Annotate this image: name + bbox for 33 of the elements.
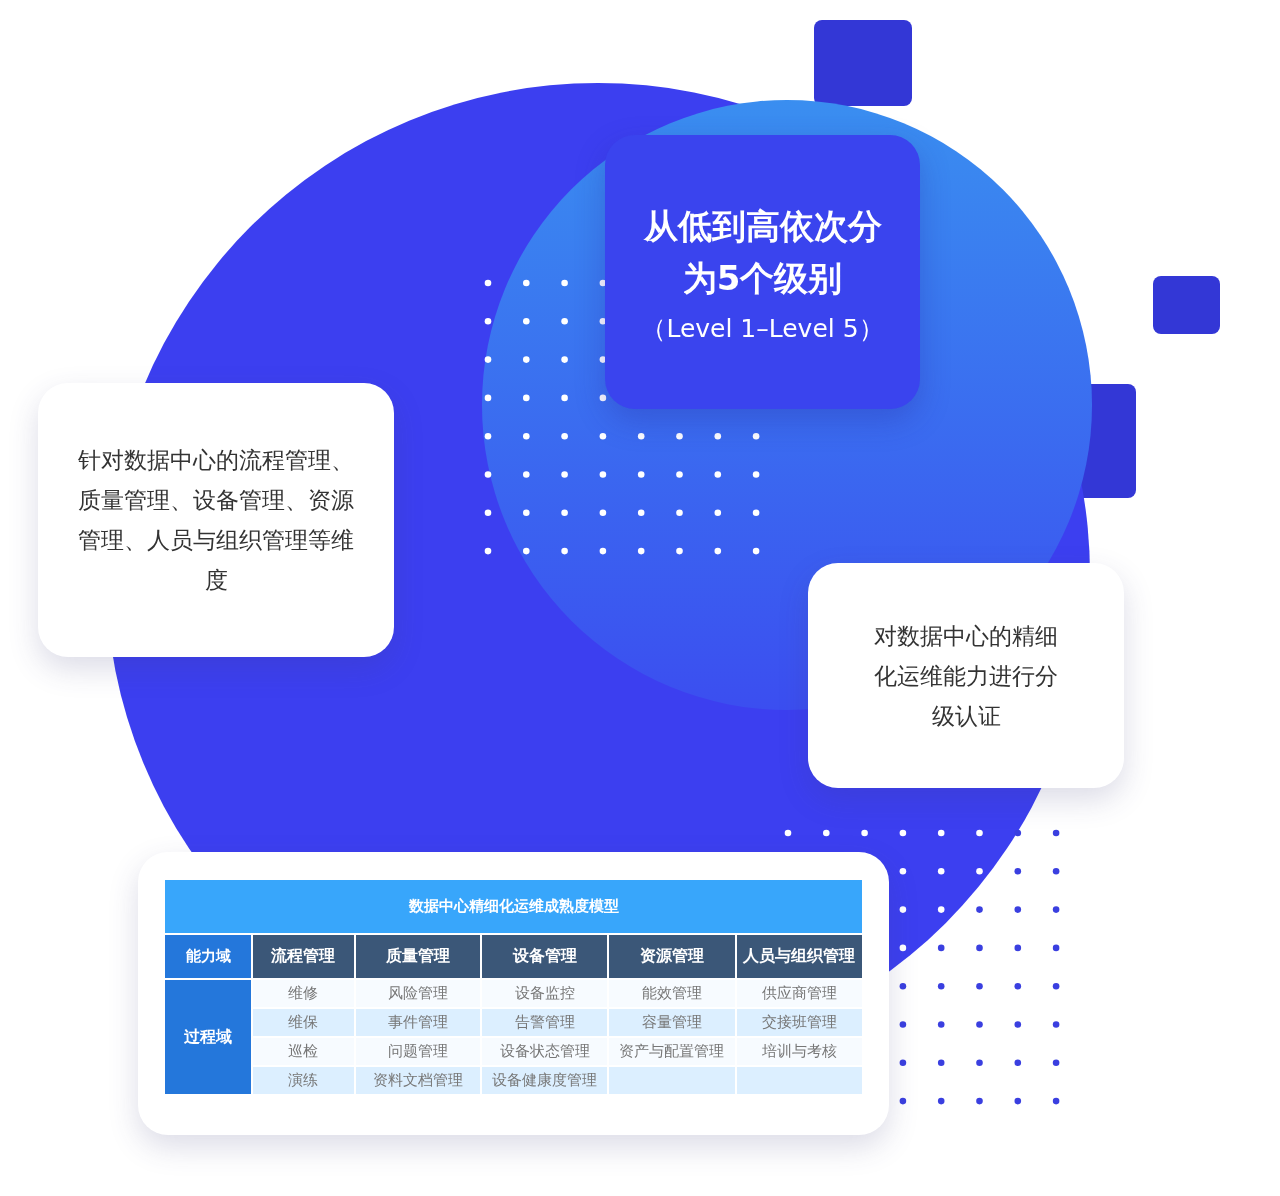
table-cell: 设备管理 — [481, 935, 608, 978]
table-cell: 维保 — [253, 1009, 354, 1036]
table-cell: 流程管理 — [253, 935, 354, 978]
table-cell: 培训与考核 — [736, 1038, 862, 1065]
table-cell: 资料文档管理 — [355, 1067, 480, 1094]
table-cell: 告警管理 — [481, 1009, 608, 1036]
table-cell: 能效管理 — [609, 980, 735, 1007]
table-cell: 设备健康度管理 — [481, 1067, 608, 1094]
table-cell: 质量管理 — [355, 935, 480, 978]
table-cell: 巡检 — [253, 1038, 354, 1065]
table-cell: 数据中心精细化运维成熟度模型 — [165, 880, 862, 933]
table-cell: 事件管理 — [355, 1009, 480, 1036]
card-subtitle: （Level 1–Level 5） — [641, 312, 884, 345]
text-card — [605, 135, 920, 409]
table-cell: 人员与组织管理 — [736, 935, 862, 978]
table-cell: 能力域 — [165, 935, 252, 978]
table-cell: 设备状态管理 — [481, 1038, 608, 1065]
card-text: 对数据中心的精细化运维能力进行分级认证 — [873, 621, 1059, 731]
table-cell: 资源管理 — [609, 935, 735, 978]
card-text: 针对数据中心的流程管理、质量管理、设备管理、资源管理、人员与组织管理等维度 — [77, 446, 355, 595]
table-cell: 供应商管理 — [736, 980, 862, 1007]
text-card — [808, 563, 1124, 788]
table-cell: 交接班管理 — [736, 1009, 862, 1036]
table-cell: 风险管理 — [355, 980, 480, 1007]
table-cell: 设备监控 — [481, 980, 608, 1007]
text-card — [38, 383, 394, 657]
table-cell: 演练 — [253, 1067, 354, 1094]
table-cell: 容量管理 — [609, 1009, 735, 1036]
table-cell: 问题管理 — [355, 1038, 480, 1065]
table-cell: 过程域 — [165, 980, 252, 1094]
card-heading: 从低到高依次分为5个级别 — [642, 204, 883, 300]
table-cell: 维修 — [253, 980, 354, 1007]
table-cell: 资产与配置管理 — [609, 1038, 735, 1065]
